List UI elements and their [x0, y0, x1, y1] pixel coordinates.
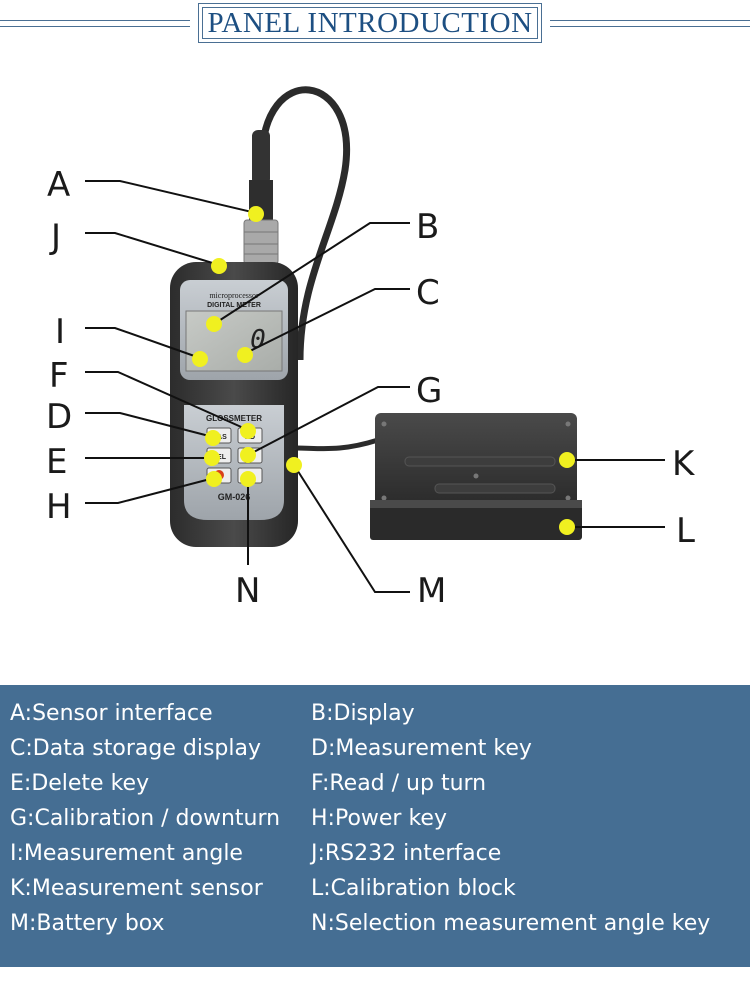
probe-cable	[258, 86, 350, 361]
leader-J	[85, 232, 220, 266]
screw	[565, 421, 571, 427]
calibration-block	[370, 500, 582, 540]
marker-N	[240, 471, 256, 487]
header-rule-left-bottom	[0, 26, 190, 27]
legend-K: K:Measurement sensor	[10, 876, 263, 901]
leader-A	[85, 180, 257, 214]
leader-C	[243, 288, 410, 355]
probe-handle	[252, 130, 270, 185]
legend-D: D:Measurement key	[311, 736, 532, 761]
header: PANEL INTRODUCTION	[0, 0, 750, 50]
callout-E: E	[46, 442, 67, 482]
callout-M: M	[417, 571, 446, 611]
legend-B: B:Display	[311, 701, 415, 726]
sensor-cable	[295, 437, 379, 452]
callout-D: D	[46, 397, 72, 437]
device-diagram: microprocessor DIGITAL METER 0 GLOSSMETE…	[46, 86, 696, 611]
marker-B	[206, 316, 222, 332]
marker-M	[286, 457, 302, 473]
leader-H	[85, 477, 215, 504]
leader-B	[213, 222, 410, 325]
header-rule-left-top	[0, 20, 190, 21]
legend-I: I:Measurement angle	[10, 841, 243, 866]
marker-G	[240, 447, 256, 463]
callout-B: B	[416, 207, 439, 247]
connector-metal	[243, 219, 279, 265]
header-rule-right-bottom	[550, 26, 750, 27]
legend-C: C:Data storage display	[10, 736, 261, 761]
brand-line2: DIGITAL METER	[207, 302, 261, 309]
callout-H: H	[46, 487, 72, 527]
brand-line1: microprocessor	[209, 291, 259, 300]
callout-J: J	[49, 217, 61, 257]
legend-L: L:Calibration block	[311, 876, 516, 901]
screw	[565, 495, 571, 501]
callout-N: N	[235, 571, 260, 611]
sensor-slot	[434, 483, 556, 494]
leader-D	[85, 412, 214, 438]
screw	[381, 421, 387, 427]
legend-E: E:Delete key	[10, 771, 150, 796]
legend-M: M:Battery box	[10, 911, 165, 936]
marker-E	[204, 450, 220, 466]
lcd-reading: 0	[250, 325, 266, 355]
leader-F	[85, 371, 249, 431]
leader-M	[293, 464, 410, 593]
callout-L: L	[676, 511, 695, 551]
markers	[192, 206, 575, 535]
marker-D	[205, 430, 221, 446]
marker-J	[211, 258, 227, 274]
legend-H: H:Power key	[311, 806, 447, 831]
marker-I	[192, 351, 208, 367]
screw	[473, 473, 479, 479]
leader-I	[85, 327, 201, 359]
calibration-block-top	[370, 500, 582, 508]
callout-F: F	[49, 356, 69, 396]
screw	[381, 495, 387, 501]
header-rule-right-top	[550, 20, 750, 21]
marker-H	[206, 471, 222, 487]
leader-G	[247, 386, 410, 456]
leader-lines	[85, 180, 665, 593]
legend-G: G:Calibration / downturn	[10, 806, 281, 831]
marker-C	[237, 347, 253, 363]
marker-L	[559, 519, 575, 535]
marker-K	[559, 452, 575, 468]
callout-C: C	[416, 273, 440, 313]
legend-J: J:RS232 interface	[311, 841, 502, 866]
model-name: GLOSSMETER	[206, 414, 262, 423]
callout-G: G	[416, 371, 442, 411]
marker-A	[248, 206, 264, 222]
legend-N: N:Selection measurement angle key	[311, 911, 711, 936]
legend-F: F:Read / up turn	[311, 771, 487, 796]
legend-panel: A:Sensor interface B:Display C:Data stor…	[0, 685, 750, 967]
title-box: PANEL INTRODUCTION	[198, 3, 542, 43]
model-number: GM-026	[218, 492, 251, 502]
marker-F	[240, 423, 256, 439]
callout-K: K	[672, 444, 696, 484]
callout-I: I	[55, 312, 65, 352]
callout-A: A	[47, 165, 70, 205]
sensor-slot	[404, 456, 556, 467]
legend-A: A:Sensor interface	[10, 701, 213, 726]
